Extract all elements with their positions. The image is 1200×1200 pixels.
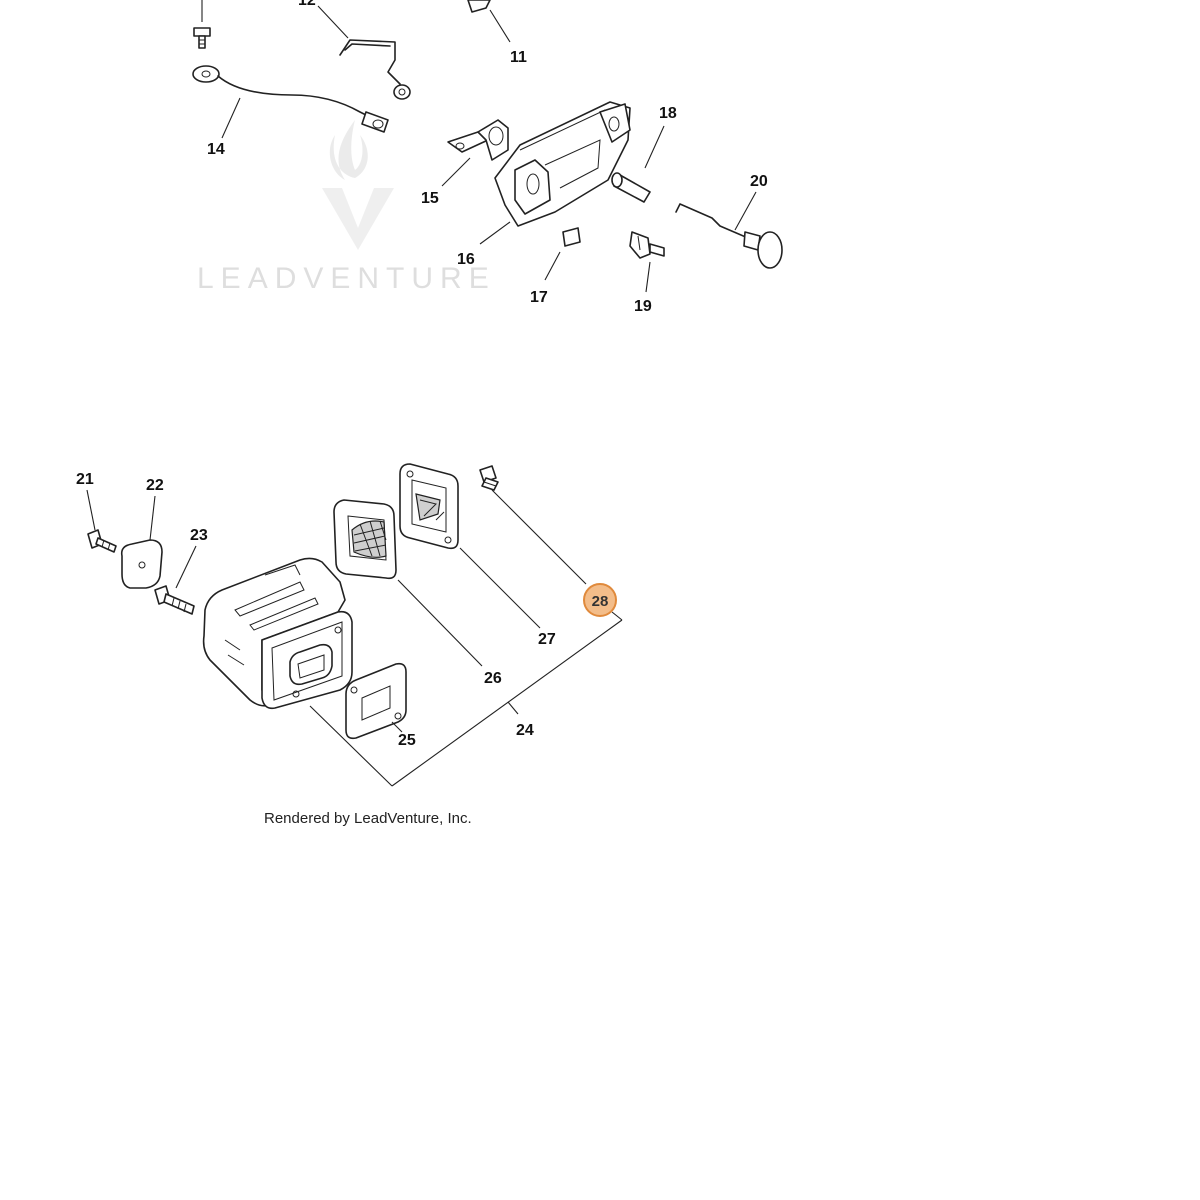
part-27-cover-plate: 27: [399, 463, 556, 648]
part-28-screw: [479, 465, 587, 585]
kit-bracket-24: 24: [309, 611, 623, 787]
callout-16: 16: [457, 251, 475, 268]
part-11: 11: [467, 0, 527, 66]
callout-12: 12: [298, 0, 316, 9]
part-23-bolt: 23: [154, 527, 208, 615]
callout-28[interactable]: 28: [592, 593, 609, 610]
part-18-sleeve: 18: [611, 105, 677, 203]
callout-23: 23: [190, 527, 208, 544]
part-12-bracket: 12: [298, 0, 411, 100]
callout-19: 19: [634, 298, 652, 315]
callout-18: 18: [659, 105, 677, 122]
callout-25: 25: [398, 732, 416, 749]
part-19-switch: 19: [629, 231, 665, 315]
part-14-ground-wire: 14: [192, 65, 389, 158]
part-17-pad: 17: [530, 227, 581, 306]
callout-21: 21: [76, 471, 94, 488]
callout-17: 17: [530, 289, 548, 306]
part-16-switch-plate: 16: [457, 101, 631, 268]
callout-15: 15: [421, 190, 439, 207]
part-26-screen-gasket: 26: [333, 499, 502, 687]
watermark: LEADVENTURE: [197, 120, 496, 295]
part-15-clip: 15: [421, 119, 509, 207]
callout-11: 11: [510, 49, 527, 66]
render-credit: Rendered by LeadVenture, Inc.: [264, 810, 472, 827]
part-21-bolt: 21: [76, 471, 117, 553]
flame-v-logo-icon: [322, 120, 394, 250]
callout-20: 20: [750, 173, 768, 190]
callout-22: 22: [146, 477, 164, 494]
callout-14: 14: [207, 141, 225, 158]
part-24-muffler: [202, 557, 353, 710]
part-22-plate: 22: [120, 477, 164, 589]
callout-26: 26: [484, 670, 502, 687]
callout-28-highlight[interactable]: 28: [583, 583, 617, 617]
watermark-brand: LEADVENTURE: [197, 262, 496, 295]
part-screw-top: [193, 0, 211, 49]
highlight-circle[interactable]: [583, 583, 617, 617]
part-20-choke-rod: 20: [675, 173, 783, 269]
callout-27: 27: [538, 631, 556, 648]
part-25-gasket: 25: [345, 662, 416, 749]
callout-24: 24: [516, 722, 534, 739]
